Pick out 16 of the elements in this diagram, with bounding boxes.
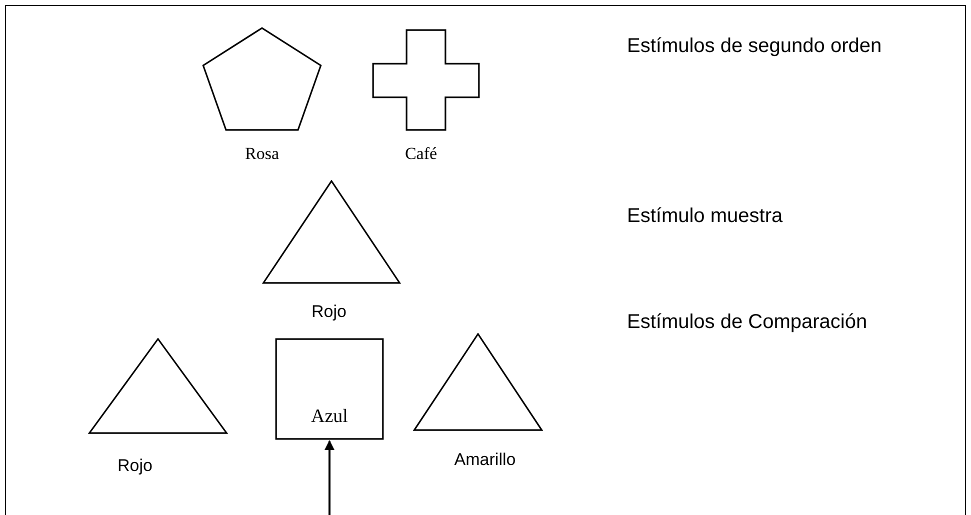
shape-label: Azul xyxy=(311,407,348,426)
row-heading: Estímulo muestra xyxy=(627,204,783,229)
row-heading: Estímulos de segundo orden xyxy=(627,34,882,59)
shape-caption: Café xyxy=(404,143,438,164)
arrow xyxy=(324,440,334,515)
pentagon-shape xyxy=(202,27,322,131)
shape-caption: Amarillo xyxy=(454,449,516,470)
triangle-shape xyxy=(262,180,401,284)
shape-caption: Rosa xyxy=(245,143,279,164)
shape-caption: Rojo xyxy=(118,455,152,476)
triangle-shape xyxy=(413,333,543,431)
square-box xyxy=(275,338,384,440)
cross-shape xyxy=(372,29,480,131)
row-heading: Estímulos de Comparación xyxy=(627,310,868,335)
shape-caption: Rojo xyxy=(312,301,346,322)
triangle-shape xyxy=(88,338,228,434)
